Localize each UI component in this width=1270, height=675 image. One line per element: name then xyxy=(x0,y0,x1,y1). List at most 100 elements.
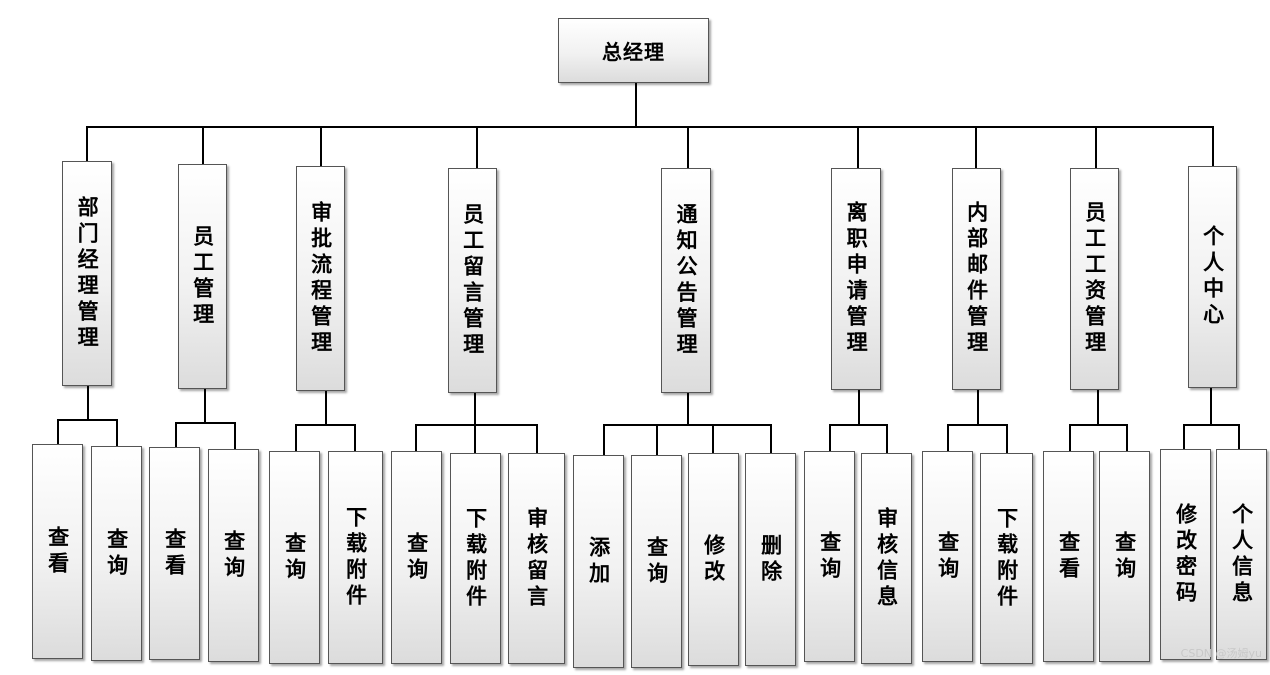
child-label: 查询 xyxy=(221,529,246,582)
module-node: 员工留言管理 xyxy=(448,168,497,393)
root-connector xyxy=(635,83,637,127)
child-bus xyxy=(415,424,537,426)
child-connector xyxy=(536,424,538,454)
child-connector xyxy=(474,424,476,454)
child-node: 查询 xyxy=(91,446,142,661)
child-label: 查询 xyxy=(404,531,429,584)
module-label: 部门经理管理 xyxy=(75,195,100,352)
module-node: 内部邮件管理 xyxy=(952,168,1001,390)
child-label: 添加 xyxy=(586,535,611,588)
child-bus xyxy=(603,424,771,426)
child-node: 删除 xyxy=(745,453,796,666)
module-down-connector xyxy=(87,386,89,420)
child-node: 修改密码 xyxy=(1160,449,1211,660)
child-connector xyxy=(415,424,417,452)
child-label: 下载附件 xyxy=(343,505,368,610)
child-node: 个人信息 xyxy=(1216,449,1267,660)
child-connector xyxy=(295,424,297,452)
child-connector xyxy=(234,422,236,450)
module-down-connector xyxy=(1210,388,1212,425)
child-label: 修改 xyxy=(701,533,726,586)
child-bus xyxy=(295,424,355,426)
child-label: 下载附件 xyxy=(994,506,1019,611)
module-down-connector xyxy=(1097,390,1099,425)
module-label: 内部邮件管理 xyxy=(964,201,989,357)
child-label: 查看 xyxy=(45,525,70,578)
child-bus xyxy=(1183,424,1239,426)
child-node: 查询 xyxy=(208,449,259,662)
child-connector xyxy=(354,424,356,452)
child-label: 删除 xyxy=(758,533,783,586)
module-node: 审批流程管理 xyxy=(296,166,345,391)
module-connector xyxy=(687,126,689,169)
child-node: 查询 xyxy=(269,451,320,664)
child-node: 审核留言 xyxy=(508,453,565,664)
child-connector xyxy=(947,424,949,452)
module-label: 通知公告管理 xyxy=(674,202,699,359)
child-connector xyxy=(656,424,658,456)
module-node: 员工工资管理 xyxy=(1070,168,1119,390)
child-label: 查看 xyxy=(1056,530,1081,583)
child-connector xyxy=(770,424,772,454)
child-node: 查看 xyxy=(149,447,200,660)
child-connector xyxy=(57,419,59,445)
child-bus xyxy=(1069,424,1127,426)
child-label: 查询 xyxy=(104,527,129,580)
module-connector xyxy=(320,126,322,167)
module-connector xyxy=(857,126,859,169)
child-node: 添加 xyxy=(573,455,624,668)
child-bus xyxy=(947,424,1007,426)
module-down-connector xyxy=(325,391,327,425)
module-label: 员工留言管理 xyxy=(460,202,485,359)
root-label: 总经理 xyxy=(602,40,665,64)
module-connector xyxy=(1095,126,1097,169)
child-node: 下载附件 xyxy=(450,453,501,664)
child-label: 审核信息 xyxy=(874,506,899,611)
child-label: 查询 xyxy=(282,531,307,584)
child-node: 查询 xyxy=(391,451,442,664)
child-node: 查询 xyxy=(1099,451,1150,662)
child-connector xyxy=(1006,424,1008,454)
child-label: 修改密码 xyxy=(1173,502,1198,607)
child-connector xyxy=(1238,424,1240,450)
child-connector xyxy=(1126,424,1128,452)
child-connector xyxy=(175,422,177,448)
child-label: 查询 xyxy=(935,530,960,583)
child-connector xyxy=(829,424,831,452)
root-node: 总经理 xyxy=(558,18,709,83)
child-node: 查看 xyxy=(32,444,83,659)
child-node: 查询 xyxy=(631,455,682,668)
module-connector xyxy=(86,126,88,162)
child-connector xyxy=(886,424,888,454)
child-node: 查看 xyxy=(1043,451,1094,662)
module-node: 个人中心 xyxy=(1188,166,1237,388)
child-label: 审核留言 xyxy=(524,506,549,611)
module-label: 审批流程管理 xyxy=(308,200,333,357)
child-connector xyxy=(1069,424,1071,452)
module-label: 离职申请管理 xyxy=(844,201,869,357)
child-node: 审核信息 xyxy=(861,453,912,664)
module-label: 员工工资管理 xyxy=(1082,201,1107,357)
module-connector xyxy=(975,126,977,169)
module-down-connector xyxy=(858,390,860,425)
child-label: 个人信息 xyxy=(1229,502,1254,607)
child-bus xyxy=(57,419,117,421)
child-node: 修改 xyxy=(688,453,739,666)
child-label: 查看 xyxy=(162,527,187,580)
child-label: 查询 xyxy=(644,535,669,588)
module-down-connector xyxy=(977,390,979,425)
module-label: 员工管理 xyxy=(190,224,215,329)
module-down-connector xyxy=(204,389,206,423)
module-down-connector xyxy=(687,393,689,425)
module-connector xyxy=(202,126,204,165)
child-connector xyxy=(603,424,605,456)
main-bus xyxy=(86,126,1213,128)
module-label: 个人中心 xyxy=(1200,225,1225,329)
watermark-text: CSDN @汤姆yu xyxy=(1180,647,1262,660)
module-connector xyxy=(476,126,478,169)
child-label: 查询 xyxy=(817,530,842,583)
child-label: 下载附件 xyxy=(463,506,488,611)
child-node: 下载附件 xyxy=(980,453,1033,664)
child-bus xyxy=(829,424,887,426)
